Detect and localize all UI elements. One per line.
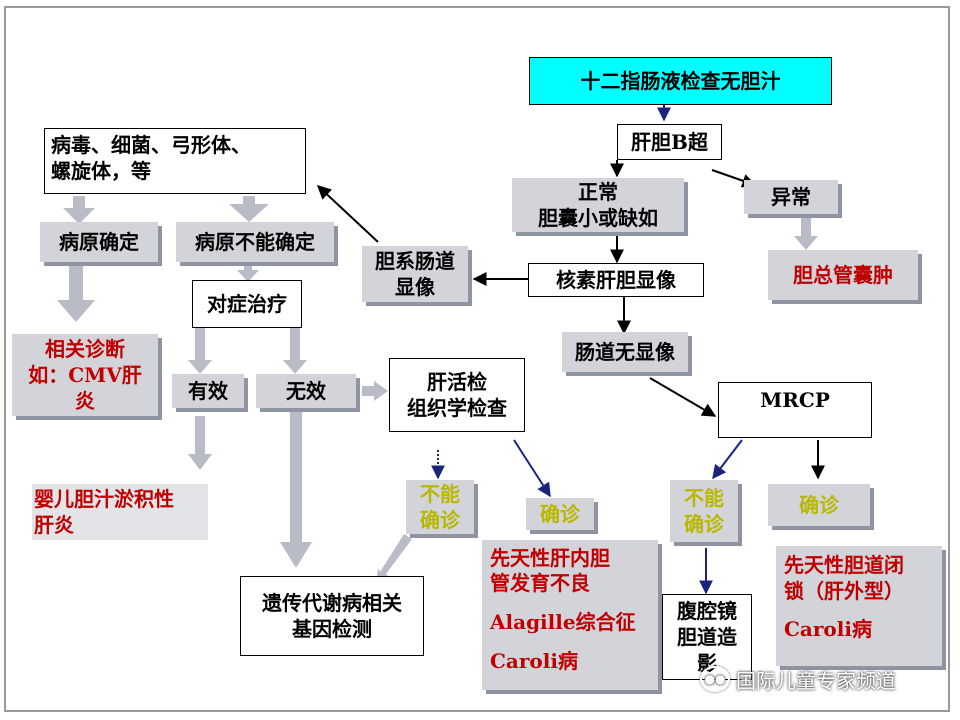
confirmed-label-1: 确诊 (540, 502, 580, 526)
intestinal-not-shown-label: 肠道无显像 (575, 340, 675, 364)
undetermined-label-2b: 确诊 (684, 512, 724, 536)
ineffective-box: 无效 (256, 374, 356, 408)
channel-watermark: ●● 国际儿童专家频道 (700, 664, 896, 694)
normal-result-box: 正常 胆囊小或缺如 (512, 178, 684, 232)
effective-box: 有效 (172, 374, 244, 408)
intrahepatic-label-2: 管发育不良 (490, 571, 590, 595)
alagille-label: Alagille综合征 (490, 610, 636, 634)
caroli-label-2: Caroli病 (784, 617, 872, 641)
caroli-label-1: Caroli病 (490, 649, 578, 673)
biliary-intestinal-label-2: 显像 (395, 275, 435, 299)
genetic-testing-box: 遗传代谢病相关 基因检测 (240, 576, 424, 656)
choledochal-cyst-box: 胆总管囊肿 (768, 250, 918, 300)
arrow-symptomatic-to-ineffective (283, 328, 307, 374)
duodenal-test-box: 十二指肠液检查无胆汁 (529, 57, 832, 105)
ineffective-label: 无效 (286, 379, 326, 403)
pathogens-label-1: 病毒、细菌、弓形体、 (51, 133, 251, 157)
pathogens-label-2: 螺旋体，等 (51, 159, 151, 183)
abnormal-label: 异常 (771, 185, 811, 209)
infant-hepatitis-label-1: 婴儿胆汁淤积性 (34, 487, 174, 511)
related-diagnosis-label-1: 相关诊断 (44, 337, 125, 361)
arrow-confirmed-to-related (57, 262, 95, 322)
watermark-label: 国际儿童专家频道 (736, 668, 896, 693)
arrow-mrcp-to-undetermined2 (712, 439, 743, 480)
undetermined-box-1: 不能 确诊 (406, 480, 474, 534)
atresia-label-2: 锁（肝外型） (784, 579, 904, 603)
arrow-biopsy-to-confirmed1 (513, 439, 551, 498)
atresia-label-1: 先天性胆道闭 (784, 553, 904, 577)
choledochal-cyst-label: 胆总管囊肿 (793, 263, 893, 287)
liver-biopsy-label-1: 肝活检 (427, 370, 487, 394)
arrow-effective-to-infant (188, 416, 212, 470)
arrow-abnormal-to-cyst (794, 216, 818, 250)
related-diagnosis-box: 相关诊断 如：CMV肝 炎 (12, 334, 158, 416)
symptomatic-treatment-box: 对症治疗 (192, 280, 302, 328)
arrow-unconfirmed-to-symptomatic (237, 262, 259, 282)
intestinal-not-shown-box: 肠道无显像 (562, 332, 688, 372)
symptomatic-treatment-label: 对症治疗 (207, 292, 287, 316)
liver-biopsy-label-2: 组织学检查 (407, 396, 507, 420)
pathogen-unconfirmed-box: 病原不能确定 (176, 222, 334, 262)
pathogen-confirmed-box: 病原确定 (40, 222, 158, 262)
b-ultrasound-label: 肝胆B超 (631, 130, 708, 154)
liver-biopsy-box: 肝活检 组织学检查 (389, 358, 525, 432)
gallbladder-label: 胆囊小或缺如 (538, 206, 658, 230)
confirmed-box-2: 确诊 (768, 484, 870, 526)
undetermined-box-2: 不能 确诊 (670, 480, 738, 542)
intrahepatic-dysplasia-box: 先天性肝内胆 管发育不良 Alagille综合征 Caroli病 (482, 540, 658, 690)
arrow-pathogens-to-unconfirmed (229, 196, 269, 222)
arrow-biliary-to-pathogens (316, 185, 379, 243)
genetic-testing-label-2: 基因检测 (292, 617, 372, 641)
arrow-pathogens-to-confirmed (63, 196, 95, 224)
infant-hepatitis-box: 婴儿胆汁淤积性 肝炎 (32, 484, 208, 540)
biliary-intestinal-label-1: 胆系肠道 (375, 249, 455, 273)
arrow-undetermined1-to-genetic (376, 534, 412, 584)
infant-hepatitis-label-2: 肝炎 (34, 513, 74, 537)
genetic-testing-label-1: 遗传代谢病相关 (262, 591, 402, 615)
duodenal-test-label: 十二指肠液检查无胆汁 (580, 69, 781, 93)
intrahepatic-label-1: 先天性肝内胆 (490, 546, 610, 570)
mrcp-box: MRCP (718, 382, 872, 438)
biliary-intestinal-box: 胆系肠道 显像 (362, 246, 468, 302)
normal-label: 正常 (578, 180, 618, 204)
abnormal-result-box: 异常 (744, 180, 838, 214)
mrcp-label: MRCP (760, 388, 830, 412)
related-diagnosis-label-2: 如：CMV肝 (28, 363, 142, 387)
effective-label: 有效 (188, 379, 228, 403)
wechat-icon: ●● (700, 666, 730, 692)
arrow-ineffective-to-genetic (280, 408, 312, 568)
arrow-symptomatic-to-effective (188, 328, 212, 374)
arrow-ineffective-to-biopsy (362, 381, 388, 401)
laparoscopic-label-2: 胆道造 (677, 625, 737, 649)
pathogens-box: 病毒、细菌、弓形体、 螺旋体，等 (44, 128, 306, 194)
pathogen-unconfirmed-label: 病原不能确定 (195, 230, 315, 254)
laparoscopic-label-1: 腹腔镜 (677, 599, 737, 623)
arrow-intestinal-to-mrcp (649, 377, 717, 417)
undetermined-label-1b: 确诊 (420, 508, 460, 532)
biliary-atresia-box: 先天性胆道闭 锁（肝外型） Caroli病 (776, 546, 942, 666)
undetermined-label-1a: 不能 (420, 482, 460, 506)
laparoscopic-box: 腹腔镜 胆道造 影 (662, 594, 752, 680)
pathogen-confirmed-label: 病原确定 (59, 230, 139, 254)
b-ultrasound-box: 肝胆B超 (617, 124, 722, 160)
related-diagnosis-label-3: 炎 (74, 389, 95, 413)
nuclide-scan-label: 核素肝胆显像 (556, 268, 676, 292)
slide-frame (4, 6, 950, 712)
confirmed-label-2: 确诊 (799, 493, 839, 517)
nuclide-scan-box: 核素肝胆显像 (528, 263, 704, 297)
gray-block-arrows (57, 196, 818, 584)
undetermined-label-2a: 不能 (684, 486, 724, 510)
confirmed-box-1: 确诊 (526, 498, 594, 530)
